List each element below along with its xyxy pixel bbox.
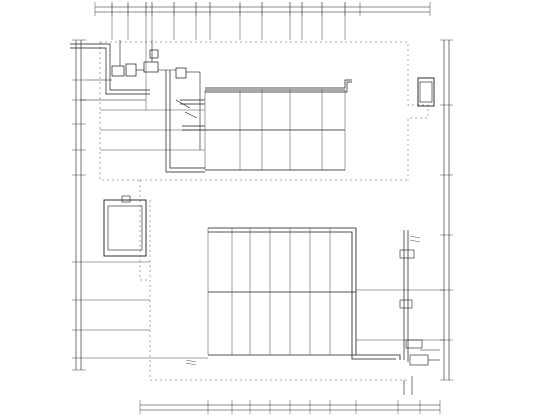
upper-wing-grid bbox=[100, 89, 346, 171]
right-riser bbox=[399, 230, 440, 395]
pump-room-block bbox=[103, 180, 150, 281]
equipment-cluster-top-left bbox=[70, 40, 201, 150]
upper-piping bbox=[165, 70, 352, 173]
right-dimension-chain bbox=[440, 39, 453, 381]
top-dimension-chain bbox=[94, 2, 431, 16]
vertical-axis-lines bbox=[111, 2, 346, 110]
hatch-marks bbox=[185, 235, 421, 366]
equipment-room-right bbox=[417, 77, 435, 107]
bottom-dimension-chain bbox=[139, 400, 441, 414]
lower-building-grid bbox=[86, 228, 444, 359]
upper-building-outline bbox=[99, 41, 429, 181]
left-dimension-chain bbox=[72, 39, 86, 371]
